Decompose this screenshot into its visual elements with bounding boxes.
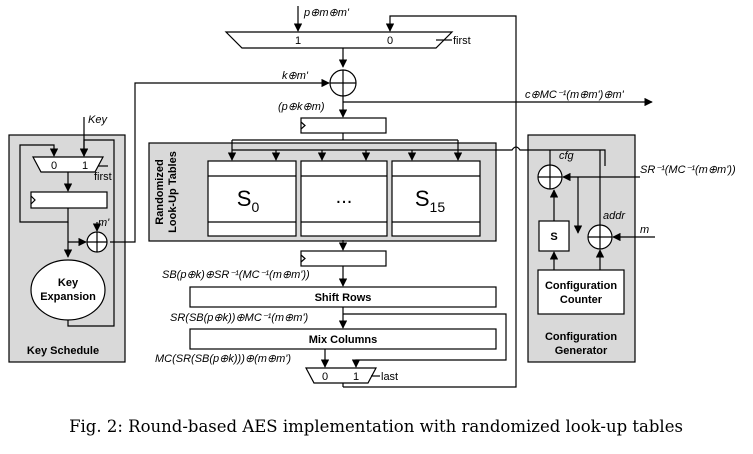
cfg-label: cfg	[559, 150, 575, 162]
bottom-mux-select-label: last	[381, 371, 398, 383]
sbox-s0	[207, 160, 297, 237]
key-mux-in0: 0	[51, 160, 57, 172]
cfg-bus	[232, 146, 606, 166]
config-gen-line1: Configuration	[545, 331, 617, 343]
key-masked-label: k⊕m'	[282, 70, 309, 82]
sbox-output-register	[300, 250, 387, 267]
sbox-middle	[300, 160, 388, 237]
sbox-s0-label: S0	[237, 186, 260, 215]
state-register	[300, 117, 387, 134]
bottom-mux-in0: 0	[322, 371, 328, 383]
key-expansion-feedback	[67, 139, 115, 327]
sbox-s15-label: S15	[415, 186, 445, 215]
mc-signal-label: MC(SR(SB(p⊕k)))⊕(m⊕m')	[155, 353, 291, 365]
top-mux-in0: 0	[387, 35, 393, 47]
ciphertext-label: c⊕MC⁻¹(m⊕m')⊕m'	[525, 89, 625, 101]
mixcol-bypass	[343, 313, 507, 368]
mix-columns-label: Mix Columns	[309, 334, 377, 346]
key-expansion-block	[30, 259, 106, 321]
key-schedule-label: Key Schedule	[27, 345, 99, 357]
config-gen-line2: Generator	[555, 345, 608, 357]
sbox-s15	[391, 160, 481, 237]
config-counter-line1: Configuration	[545, 280, 617, 292]
top-mux-select-label: first	[453, 35, 471, 47]
m-input-label: m	[640, 224, 649, 236]
sr-signal-label: SR(SB(p⊕k))⊕MC⁻¹(m⊕m')	[170, 312, 309, 324]
top-mux	[224, 31, 454, 49]
key-mux-in1: 1	[82, 160, 88, 172]
bottom-mux	[305, 367, 377, 384]
sb-signal-label: SB(p⊕k)⊕SR⁻¹(MC⁻¹(m⊕m'))	[162, 269, 310, 281]
key-expansion-line1: Key	[58, 277, 79, 289]
s-box-small	[538, 220, 570, 252]
bottom-mux-in1: 1	[353, 371, 359, 383]
addr-label: addr	[603, 210, 626, 222]
mix-columns-block	[189, 328, 497, 350]
shift-rows-label: Shift Rows	[315, 292, 372, 304]
key-schedule-group	[8, 134, 126, 363]
key-mux	[32, 156, 104, 173]
plaintext-label: p⊕m⊕m'	[303, 7, 350, 19]
sr-input-label: SR⁻¹(MC⁻¹(m⊕m'))	[640, 164, 736, 176]
key-register	[30, 191, 108, 209]
lut-title-line2: Look-Up Tables	[167, 151, 179, 233]
config-counter-line2: Counter	[560, 294, 603, 306]
key-mux-select-label: first	[94, 171, 112, 183]
key-expansion-line2: Expansion	[40, 291, 96, 303]
key-loop-wire	[19, 144, 69, 223]
s-box-small-label: S	[550, 231, 557, 243]
top-mux-in1: 1	[295, 35, 301, 47]
mask-m-prime-label: m'	[98, 217, 110, 229]
xor-out-label: (p⊕k⊕m)	[278, 101, 325, 113]
sbox-middle-label: ...	[336, 186, 353, 208]
configuration-counter	[537, 269, 625, 315]
figure-caption: Fig. 2: Round-based AES implementation w…	[69, 417, 683, 436]
key-input-label: Key	[88, 114, 108, 126]
lut-title-line1: Randomized	[154, 159, 166, 224]
feedback-wire	[343, 15, 517, 388]
key-wire	[110, 78, 330, 243]
